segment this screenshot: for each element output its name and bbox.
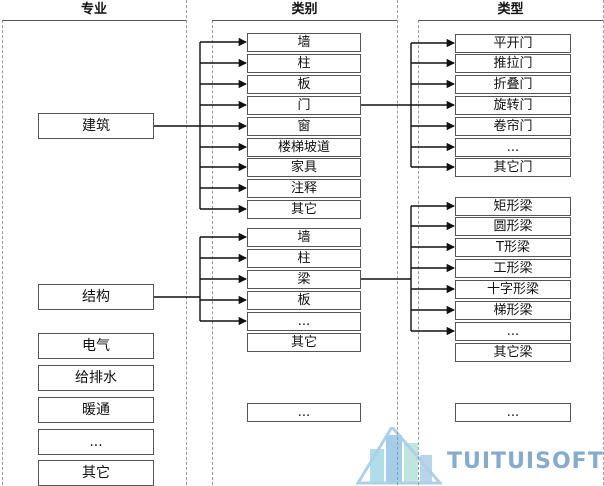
door-type-more: ... <box>455 138 571 157</box>
struct-arrows <box>200 232 248 326</box>
header-type: 类型 <box>418 0 603 21</box>
arch-category-annotation: 注释 <box>247 179 361 198</box>
door-type-sliding: 推拉门 <box>455 54 571 73</box>
struct-category-other: 其它 <box>247 333 361 352</box>
door-type-revolving: 旋转门 <box>455 96 571 115</box>
beam-type-i: 工形梁 <box>455 259 571 278</box>
door-type-folding: 折叠门 <box>455 75 571 94</box>
arch-category-wall: 墙 <box>247 33 361 52</box>
major-electrical: 电气 <box>38 333 154 359</box>
arch-category-other: 其它 <box>247 200 361 219</box>
major-more: ... <box>38 429 154 455</box>
beam-arrows <box>411 201 456 336</box>
arch-category-stair-ramp: 楼梯坡道 <box>247 138 361 157</box>
header-major: 专业 <box>2 0 186 21</box>
beam-type-circular: 圆形梁 <box>455 217 571 236</box>
major-structure: 结构 <box>38 284 154 310</box>
door-type-rolling: 卷帘门 <box>455 117 571 136</box>
type-more: ... <box>455 403 571 422</box>
arch-category-door: 门 <box>247 96 361 115</box>
struct-category-wall: 墙 <box>247 228 361 247</box>
beam-type-rectangular: 矩形梁 <box>455 197 571 216</box>
major-hvac: 暖通 <box>38 397 154 423</box>
struct-category-more: ... <box>247 312 361 331</box>
door-type-swing: 平开门 <box>455 34 571 53</box>
column-major <box>2 0 187 485</box>
header-category: 类别 <box>212 0 397 21</box>
struct-category-column: 柱 <box>247 249 361 268</box>
major-other: 其它 <box>38 460 154 486</box>
struct-category-beam: 梁 <box>247 270 361 289</box>
beam-type-other: 其它梁 <box>455 343 571 362</box>
beam-type-t: T形梁 <box>455 238 571 257</box>
beam-type-cross: 十字形梁 <box>455 280 571 299</box>
major-plumbing: 给排水 <box>38 365 154 391</box>
building-logo-icon <box>355 427 444 485</box>
struct-category-slab: 板 <box>247 291 361 310</box>
arch-category-slab: 板 <box>247 75 361 94</box>
major-architecture: 建筑 <box>38 113 154 139</box>
category-more: ... <box>247 403 361 422</box>
arch-arrows <box>200 37 248 214</box>
beam-type-trapezoid: 梯形梁 <box>455 301 571 320</box>
arch-category-furniture: 家具 <box>247 158 361 177</box>
beam-type-more: ... <box>455 322 571 341</box>
arch-category-column: 柱 <box>247 54 361 73</box>
door-type-other: 其它门 <box>455 158 571 177</box>
door-arrows <box>411 38 456 172</box>
column-category <box>212 0 398 485</box>
arch-category-window: 窗 <box>247 117 361 136</box>
watermark-text: TUITUISOFT <box>447 449 604 474</box>
